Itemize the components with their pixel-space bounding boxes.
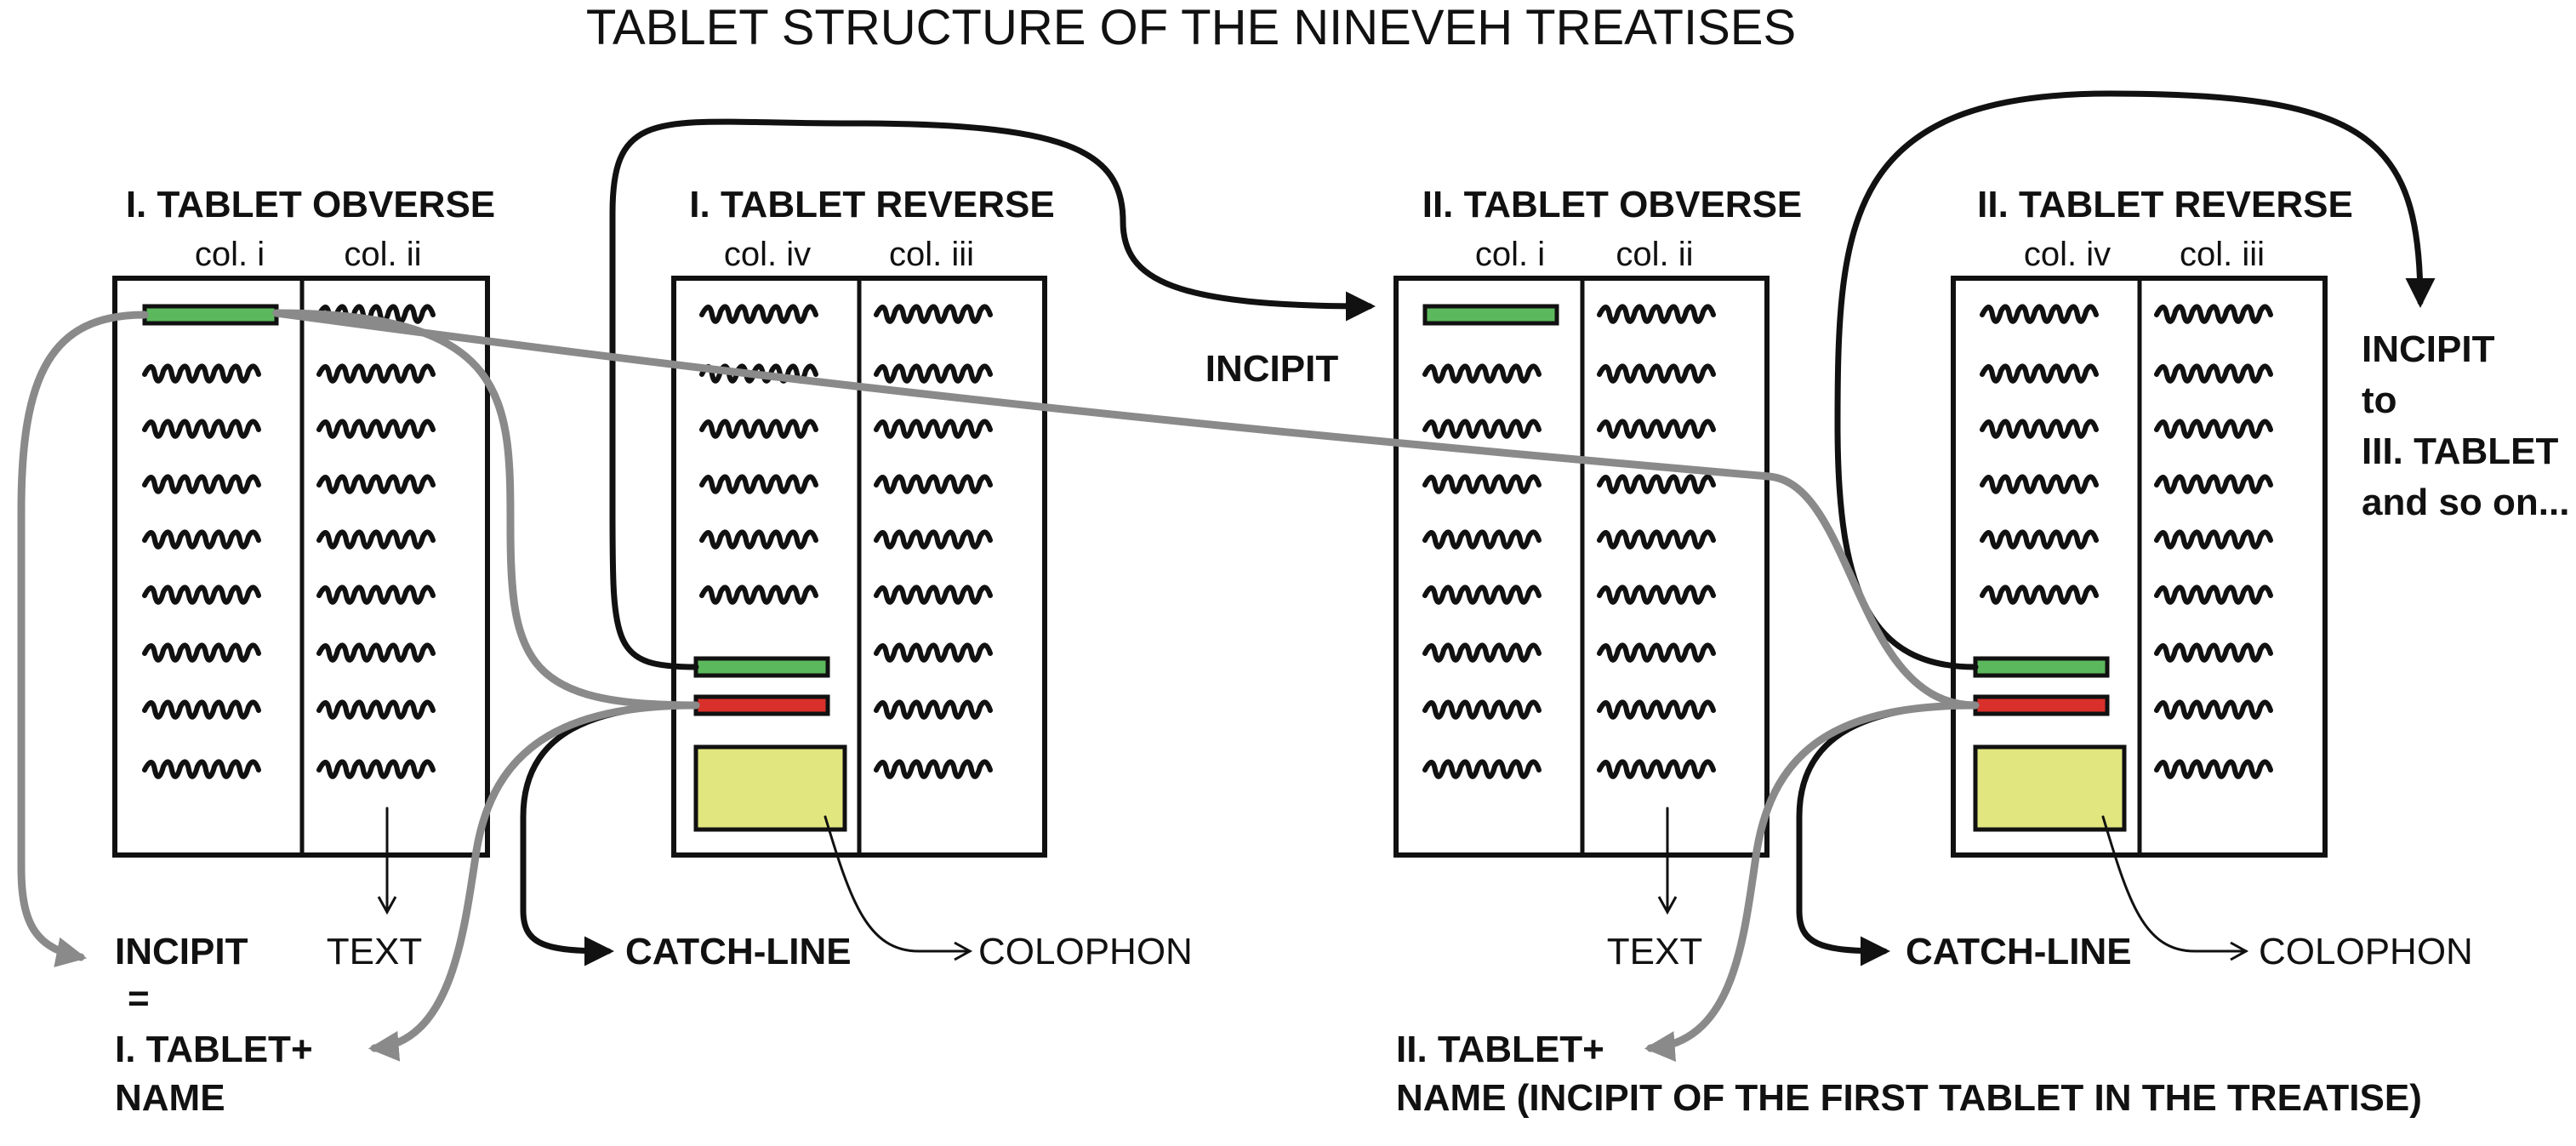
tablet-2-obverse: II. TABLET OBVERSE col. i col. ii (1393, 184, 1803, 858)
incipit-to-name-arrow (17, 311, 149, 967)
tablet-2-obverse-heading: II. TABLET OBVERSE (1422, 184, 1803, 225)
column-label: col. iv (724, 236, 811, 273)
colophon-box (693, 744, 847, 832)
column-label: col. i (1475, 236, 1545, 273)
incipit-arrow-1 (609, 118, 1376, 670)
name-to-catch-line-2 (272, 309, 1980, 710)
tablet-1-obverse: I. TABLET OBVERSE col. i col. ii (112, 184, 495, 858)
catch-line-arrow-2 (1796, 702, 1979, 966)
catch-line-arrow-1 (520, 702, 699, 966)
catch-line-name-bar (693, 694, 830, 716)
colophon-arrow-1 (824, 815, 973, 961)
column-label: col. iv (2024, 236, 2111, 273)
next-incipit-label: III. TABLET (2362, 430, 2559, 472)
tablet-2-reverse: II. TABLET REVERSE col. iv col. iii (1951, 184, 2353, 858)
catch-line-label: CATCH-LINE (1906, 931, 2132, 972)
next-incipit-label: INCIPIT (2362, 328, 2495, 370)
next-incipit-label: and so on... (2362, 482, 2569, 523)
left-incipit-label: INCIPIT (115, 931, 248, 972)
bottom-tablet-name-label: II. TABLET+ (1396, 1029, 1604, 1070)
colophon-arrow-2 (2101, 815, 2249, 961)
tablet-1-reverse: I. TABLET REVERSE col. iv col. iii (671, 184, 1055, 858)
next-incipit-label: to (2362, 379, 2397, 421)
catch-line-name-bar (1973, 694, 2110, 716)
tablet-1-obverse-heading: I. TABLET OBVERSE (126, 184, 495, 225)
diagram-title: TABLET STRUCTURE OF THE NINEVEH TREATISE… (586, 0, 1796, 55)
equals-label: = (128, 978, 150, 1019)
catch-line-incipit-bar (693, 656, 830, 678)
column-label: col. ii (344, 236, 421, 273)
column-label: col. iii (2180, 236, 2265, 273)
left-tablet-name-label: I. TABLET+ (115, 1029, 313, 1070)
incipit-label: INCIPIT (1205, 348, 1339, 390)
catch-line-to-name-arrow-1 (368, 701, 700, 1062)
incipit-bar (142, 304, 279, 326)
tablet-1-reverse-heading: I. TABLET REVERSE (689, 184, 1054, 225)
incipit-bar (1422, 304, 1559, 326)
tablet-2-reverse-heading: II. TABLET REVERSE (1977, 184, 2353, 225)
grey-connectors (17, 309, 1980, 1062)
column-label: col. i (195, 236, 265, 273)
thin-connectors (377, 807, 2249, 961)
bottom-name-label: NAME (INCIPIT OF THE FIRST TABLET IN THE… (1396, 1077, 2422, 1119)
column-label: col. iii (889, 236, 974, 273)
catch-line-to-name-arrow-2 (1644, 701, 1980, 1062)
text-label: TEXT (327, 931, 422, 972)
catch-line-incipit-bar (1973, 656, 2110, 678)
left-name-label: NAME (115, 1077, 225, 1119)
catch-line-label: CATCH-LINE (625, 931, 852, 972)
colophon-box (1973, 744, 2127, 832)
text-label: TEXT (1607, 931, 1702, 972)
colophon-label: COLOPHON (2259, 931, 2473, 972)
colophon-label: COLOPHON (978, 931, 1193, 972)
column-label: col. ii (1616, 236, 1693, 273)
